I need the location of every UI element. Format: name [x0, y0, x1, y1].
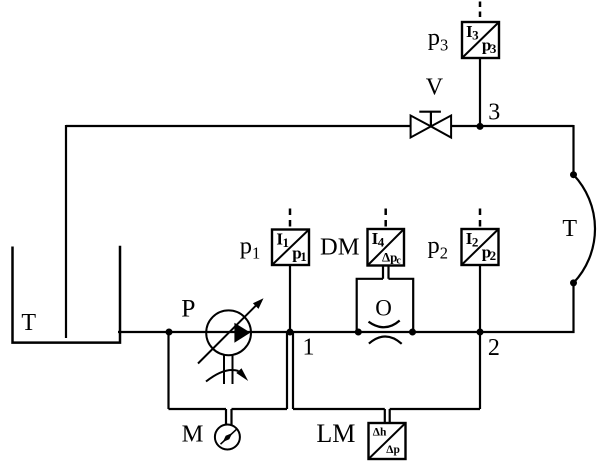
svg-text:p1: p1 — [292, 243, 306, 264]
svg-text:T: T — [21, 310, 36, 336]
svg-text:O: O — [375, 296, 392, 321]
svg-text:p1: p1 — [240, 232, 261, 262]
svg-text:p2: p2 — [482, 243, 496, 264]
svg-text:p3: p3 — [428, 24, 449, 54]
svg-text:LM: LM — [316, 419, 355, 448]
svg-text:DM: DM — [320, 233, 360, 260]
svg-text:V: V — [426, 74, 444, 100]
svg-text:3: 3 — [488, 100, 500, 126]
svg-text:T: T — [562, 216, 577, 242]
svg-text:Δh: Δh — [373, 426, 387, 438]
svg-text:p2: p2 — [427, 232, 448, 262]
svg-text:P: P — [181, 293, 195, 322]
svg-text:I1: I1 — [276, 229, 289, 250]
svg-text:M: M — [182, 420, 204, 447]
svg-text:I3: I3 — [466, 22, 479, 43]
svg-text:1: 1 — [303, 335, 315, 361]
svg-text:Δpc: Δpc — [382, 249, 401, 266]
svg-text:Δp: Δp — [386, 444, 400, 456]
svg-text:p3: p3 — [482, 36, 497, 57]
svg-text:2: 2 — [488, 335, 500, 361]
svg-text:I2: I2 — [466, 229, 479, 250]
svg-text:I4: I4 — [372, 229, 385, 250]
